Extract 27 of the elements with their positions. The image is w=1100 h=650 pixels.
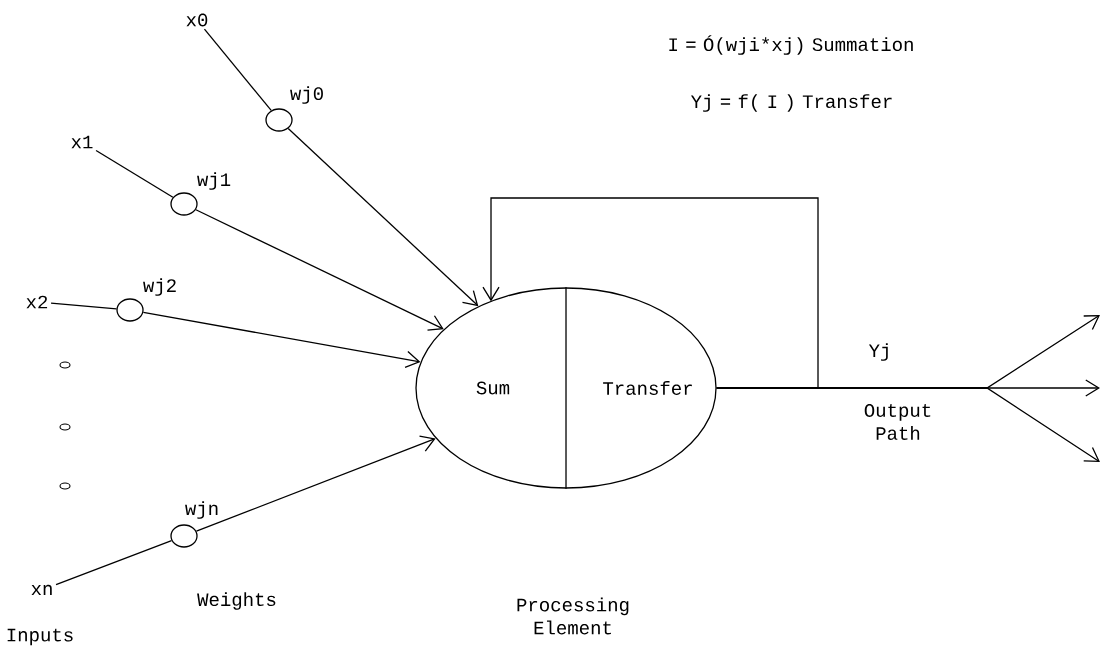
node-caption: wj0 bbox=[290, 86, 323, 104]
text-label: I = Ó(wji*xj) Summation bbox=[669, 35, 913, 55]
node-caption: wjn bbox=[185, 501, 218, 519]
input-label: x0 bbox=[186, 13, 208, 27]
arrow bbox=[195, 435, 436, 532]
input-label: xn bbox=[31, 584, 52, 596]
text-label: Inputs bbox=[7, 628, 73, 646]
text-label: Output Path bbox=[864, 404, 931, 440]
text-label: Processing Element bbox=[517, 597, 629, 635]
arrow bbox=[287, 127, 479, 307]
arrow bbox=[195, 209, 444, 331]
arrow bbox=[482, 197, 819, 389]
input-label: x1 bbox=[71, 135, 93, 149]
node-caption: wj1 bbox=[197, 172, 231, 190]
part-label: Sum bbox=[476, 381, 510, 395]
text-label: Yj = f( I ) Transfer bbox=[691, 94, 892, 112]
part-label: Transfer bbox=[603, 381, 692, 395]
arrow bbox=[142, 311, 421, 368]
connector-line bbox=[95, 149, 174, 198]
connector-line bbox=[50, 302, 118, 310]
node-caption: wj2 bbox=[143, 278, 176, 296]
connector-line bbox=[203, 28, 272, 112]
text-label: Yj bbox=[868, 343, 888, 361]
connector-line bbox=[55, 540, 173, 586]
text-label: Weights bbox=[197, 592, 276, 610]
input-label: x2 bbox=[26, 295, 48, 309]
arrow bbox=[716, 387, 1100, 462]
